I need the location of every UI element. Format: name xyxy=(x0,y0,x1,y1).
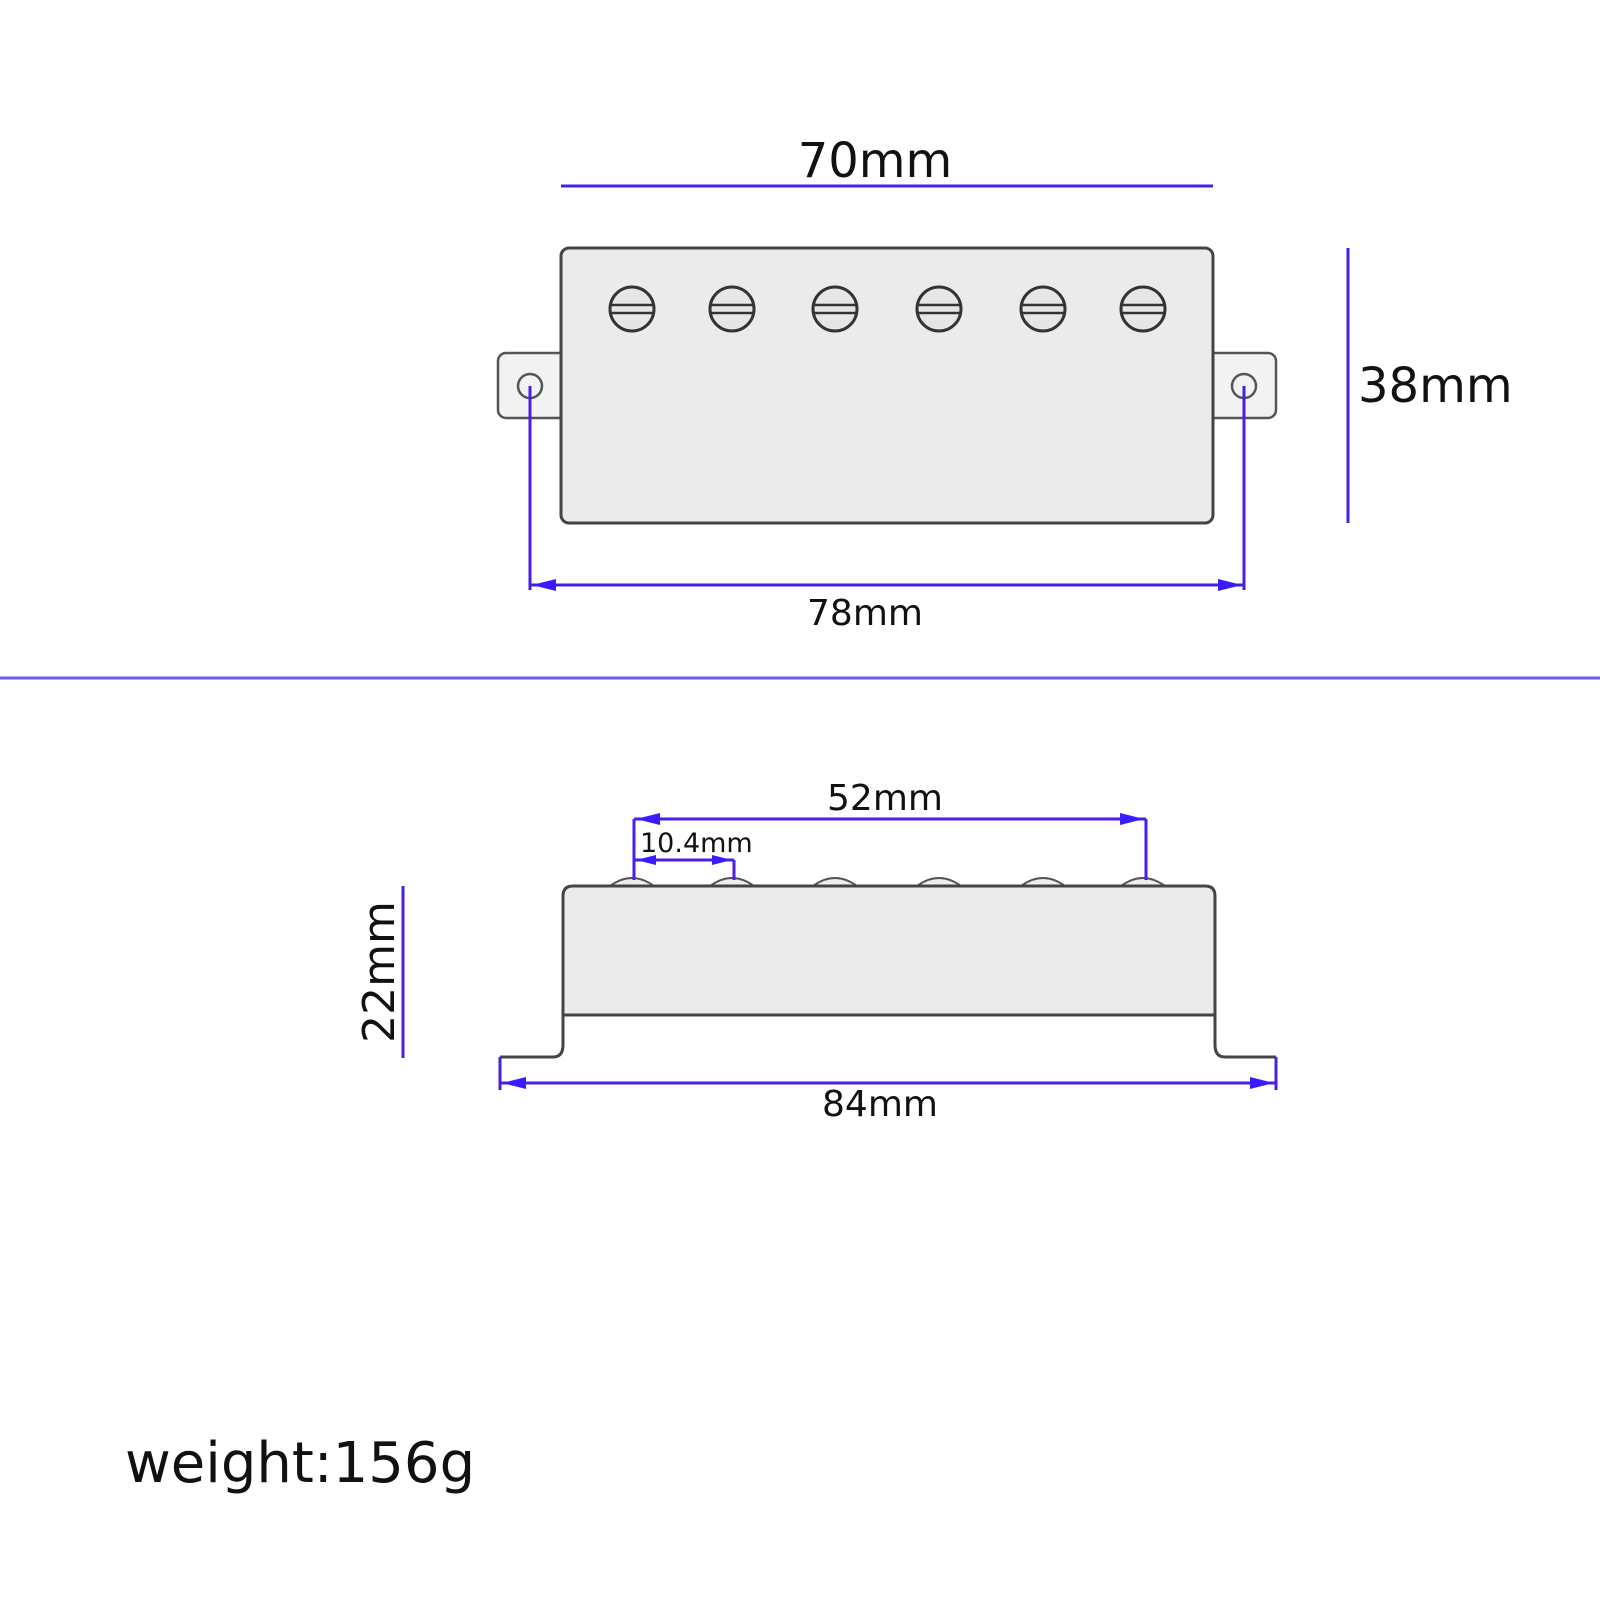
pickup-body-top xyxy=(559,246,1215,525)
side-view: 52mm 10.4mm 22mm 84mm xyxy=(354,778,1278,1125)
pole-piece-screw-icon xyxy=(1019,285,1067,333)
pole-piece-screw-icon xyxy=(915,285,963,333)
pole-bump xyxy=(609,877,655,887)
dim-label-78mm: 78mm xyxy=(807,593,923,634)
pole-piece-screw-icon xyxy=(811,285,859,333)
pole-pieces-top xyxy=(608,285,1167,333)
dim-label-84mm: 84mm xyxy=(822,1084,938,1125)
pole-bump xyxy=(1020,877,1066,887)
pickup-body-side xyxy=(561,884,1217,1017)
pole-piece-screw-icon xyxy=(708,285,756,333)
baseplate-flange xyxy=(500,1013,1276,1059)
pole-bump xyxy=(1120,877,1166,887)
top-view: 70mm 38mm 78mm xyxy=(496,133,1513,634)
pole-piece-screw-icon xyxy=(1119,285,1167,333)
pole-bump xyxy=(709,877,755,887)
dim-label-38mm: 38mm xyxy=(1358,358,1513,414)
dim-label-22mm: 22mm xyxy=(354,901,405,1043)
weight-label: weight:156g xyxy=(125,1431,475,1496)
dim-label-70mm: 70mm xyxy=(798,133,953,189)
pole-bumps-side xyxy=(609,877,1166,887)
pole-bump xyxy=(916,877,962,887)
dim-label-52mm: 52mm xyxy=(827,778,943,819)
pole-bump xyxy=(812,877,858,887)
pole-piece-screw-icon xyxy=(608,285,656,333)
dim-label-10-4mm: 10.4mm xyxy=(640,828,753,859)
